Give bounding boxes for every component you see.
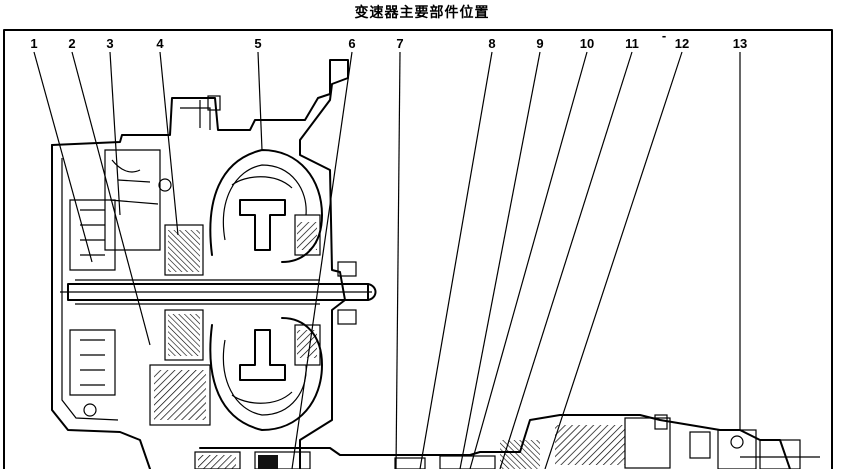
- callout-2: 2: [68, 36, 75, 51]
- clutch-pack-lower: [149, 309, 211, 426]
- diagram-title: 变速器主要部件位置: [354, 5, 490, 21]
- leader-lines: [33, 51, 741, 469]
- callout-13: 13: [733, 36, 747, 51]
- torque-converter-lower: [209, 317, 323, 431]
- callout-11: 11: [625, 36, 639, 51]
- clutch-pack-upper: [164, 224, 204, 276]
- torque-converter-upper: [209, 149, 323, 263]
- callout-5: 5: [254, 36, 261, 51]
- input-shaft: [60, 261, 377, 325]
- stray-dash-mark: -: [662, 28, 666, 43]
- callout-1: 1: [30, 36, 37, 51]
- output-assembly: [194, 414, 820, 469]
- diagram-frame: [3, 29, 833, 469]
- callout-8: 8: [488, 36, 495, 51]
- callout-7: 7: [396, 36, 403, 51]
- callout-12: 12: [675, 36, 689, 51]
- callout-10: 10: [580, 36, 594, 51]
- callout-6: 6: [348, 36, 355, 51]
- callout-4: 4: [156, 36, 164, 51]
- callout-9: 9: [536, 36, 543, 51]
- callout-labels: 1 2 3 4 5 6 7 8 9 10 11 12 13 -: [30, 28, 747, 51]
- transmission-housing: [51, 59, 349, 469]
- callout-3: 3: [106, 36, 113, 51]
